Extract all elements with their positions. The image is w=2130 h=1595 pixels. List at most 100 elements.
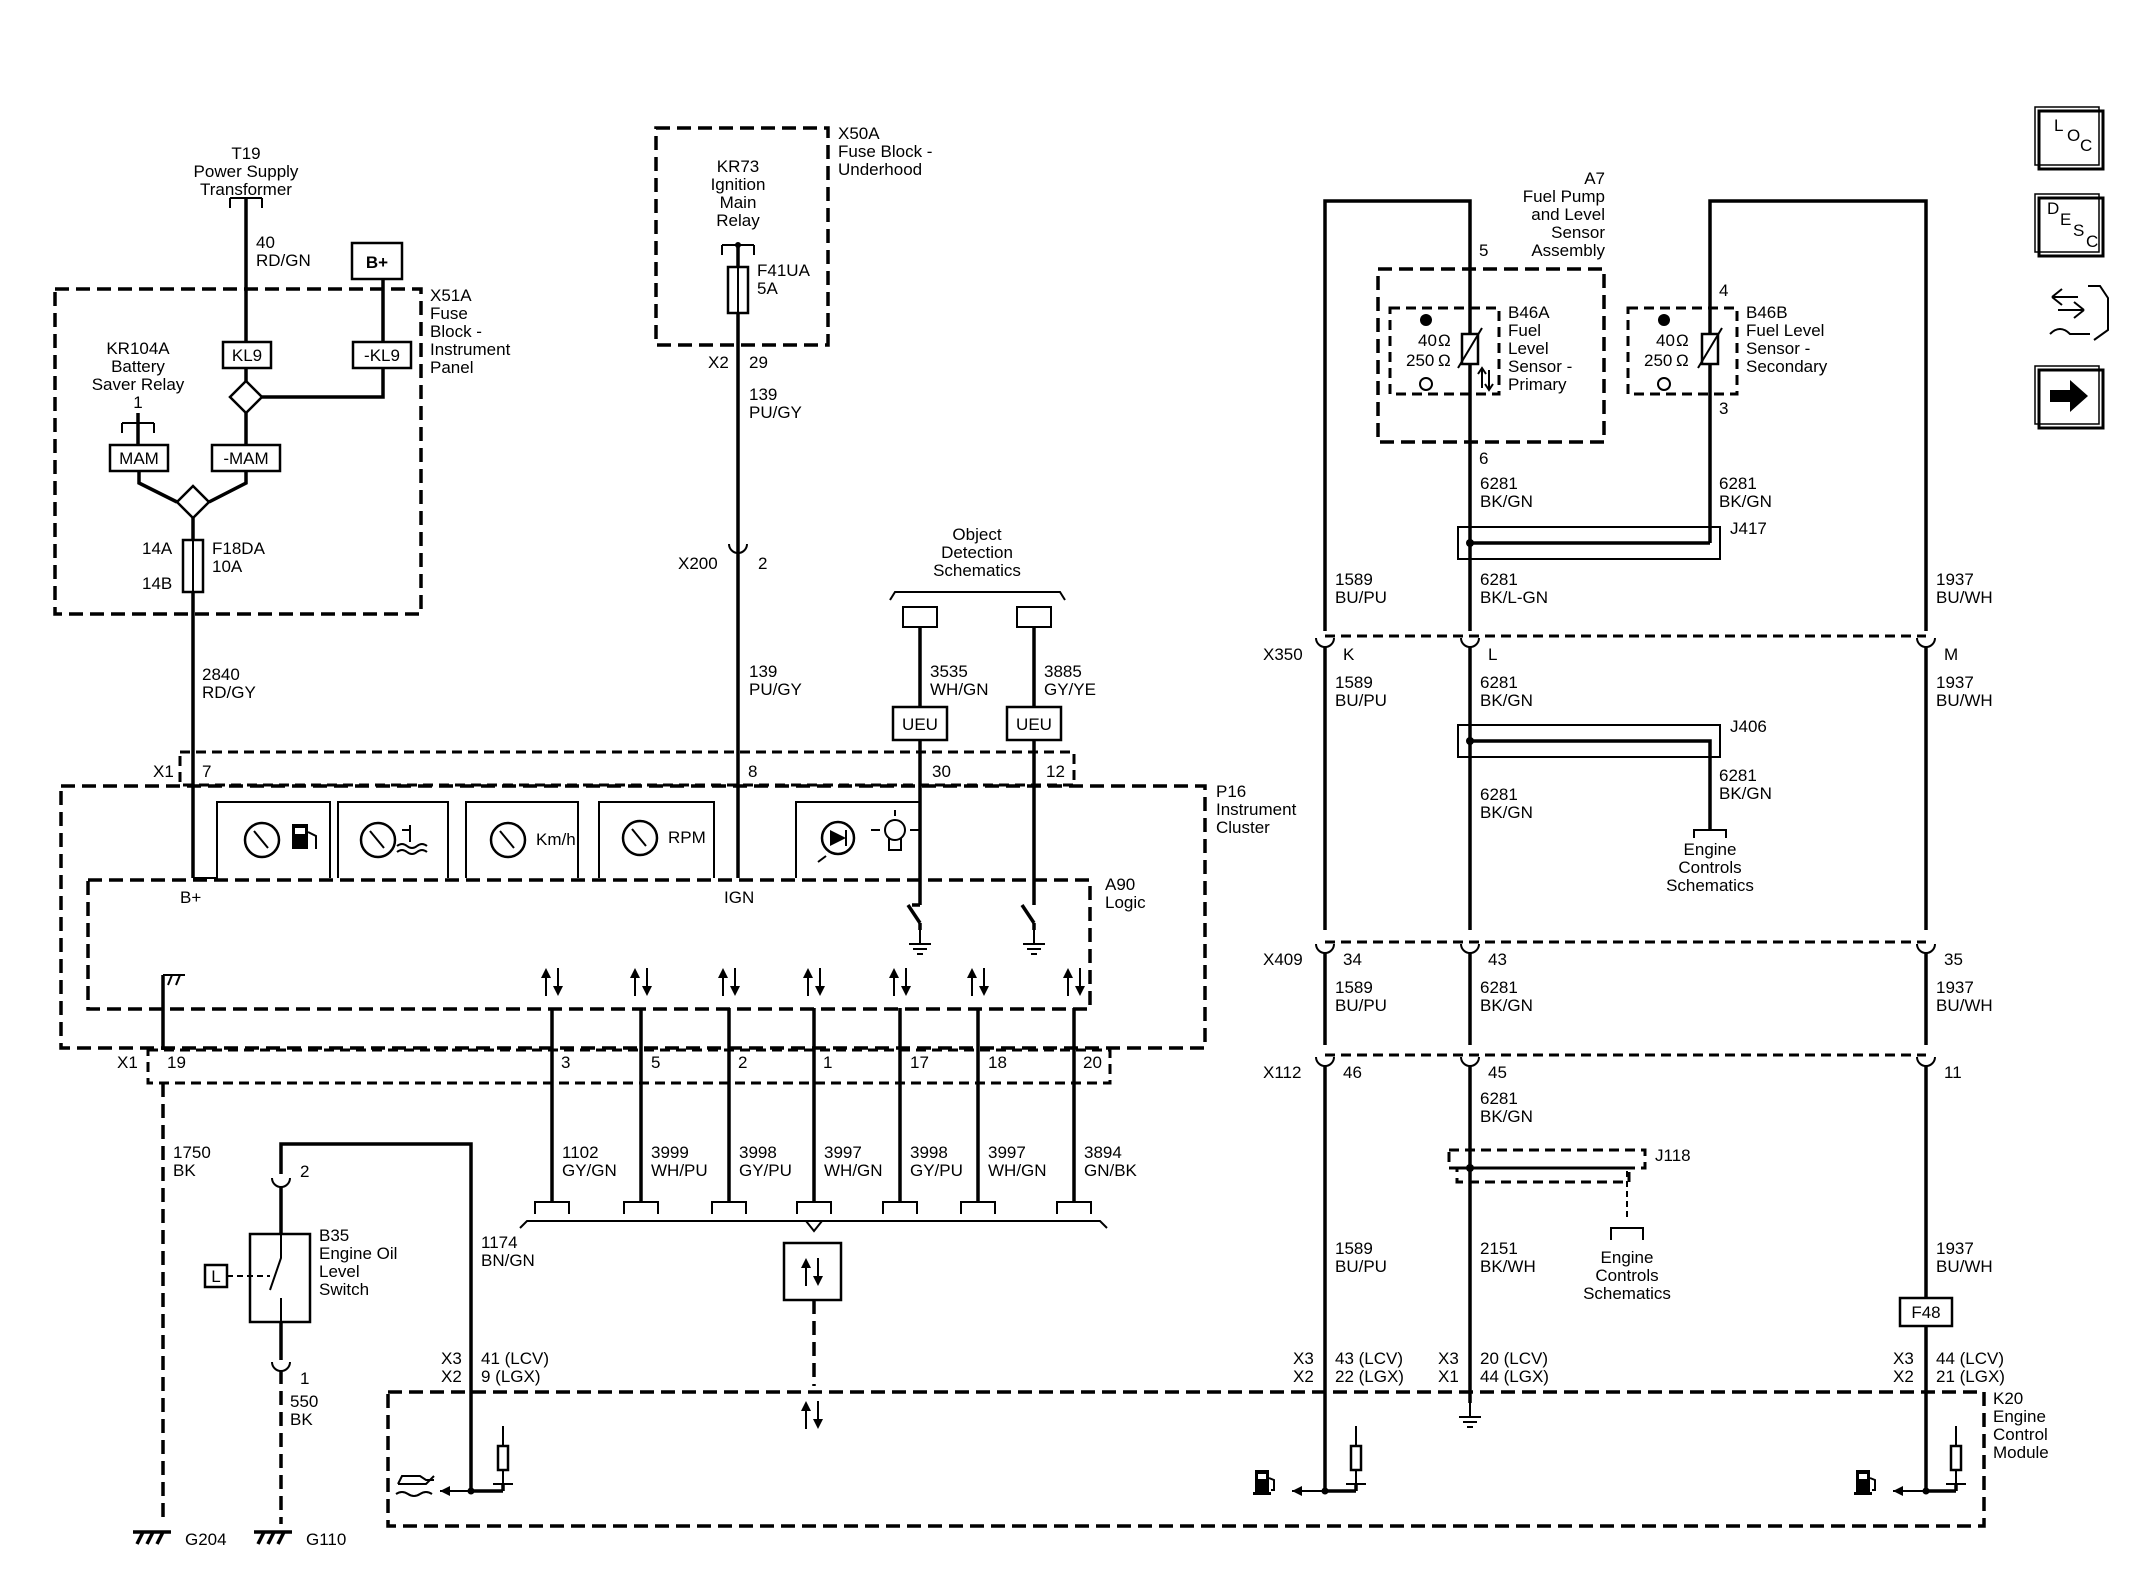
svg-text:F41UA: F41UA — [757, 261, 811, 280]
svg-text:BK/GN: BK/GN — [1480, 492, 1533, 511]
svg-text:1937: 1937 — [1936, 570, 1974, 589]
svg-text:B46A: B46A — [1508, 303, 1550, 322]
svg-text:1: 1 — [300, 1369, 309, 1388]
fuel-level-input-primary — [1252, 1424, 1368, 1496]
svg-text:Controls: Controls — [1595, 1266, 1658, 1285]
svg-text:Instrument: Instrument — [1216, 800, 1297, 819]
svg-text:44 (LGX): 44 (LGX) — [1480, 1367, 1549, 1386]
svg-text:1937: 1937 — [1936, 1239, 1974, 1258]
svg-text:6281: 6281 — [1480, 673, 1518, 692]
svg-text:UEU: UEU — [902, 715, 938, 734]
svg-text:PU/GY: PU/GY — [749, 680, 802, 699]
svg-text:29: 29 — [749, 353, 768, 372]
svg-text:BK/GN: BK/GN — [1480, 996, 1533, 1015]
svg-text:GY/YE: GY/YE — [1044, 680, 1096, 699]
svg-text:BK: BK — [290, 1410, 313, 1429]
svg-text:and Level: and Level — [1531, 205, 1605, 224]
svg-text:Engine: Engine — [1684, 840, 1737, 859]
loc-icon[interactable]: L O C — [2034, 106, 2105, 171]
svg-text:3999: 3999 — [651, 1143, 689, 1162]
j118-splice-top — [1447, 1148, 1647, 1170]
svg-text:GY/PU: GY/PU — [739, 1161, 792, 1180]
svg-text:Ω: Ω — [1438, 331, 1451, 350]
tachometer-gauge: RPM — [598, 801, 715, 878]
svg-text:F18DA: F18DA — [212, 539, 266, 558]
svg-text:3998: 3998 — [739, 1143, 777, 1162]
svg-text:20: 20 — [1083, 1053, 1102, 1072]
svg-text:2: 2 — [758, 554, 767, 573]
svg-text:Module: Module — [1993, 1443, 2049, 1462]
t19-power-supply-transformer: T19 Power Supply Transformer — [194, 144, 299, 208]
svg-text:3998: 3998 — [910, 1143, 948, 1162]
svg-text:5A: 5A — [757, 279, 778, 298]
b46b-sensor-boundary — [1626, 306, 1739, 396]
svg-text:14B: 14B — [142, 574, 172, 593]
svg-text:Panel: Panel — [430, 358, 473, 377]
svg-text:E: E — [2060, 210, 2071, 229]
engine-controls-ref-1: Engine Controls Schematics — [1666, 840, 1754, 895]
svg-text:Level: Level — [1508, 339, 1549, 358]
svg-text:1589: 1589 — [1335, 673, 1373, 692]
svg-text:Block -: Block - — [430, 322, 482, 341]
svg-text:Battery: Battery — [111, 357, 165, 376]
svg-text:Detection: Detection — [941, 543, 1013, 562]
svg-text:L: L — [211, 1267, 220, 1286]
svg-text:1589: 1589 — [1335, 978, 1373, 997]
svg-text:2151: 2151 — [1480, 1239, 1518, 1258]
svg-text:BU/WH: BU/WH — [1936, 996, 1993, 1015]
svg-text:3885: 3885 — [1044, 662, 1082, 681]
svg-text:J406: J406 — [1730, 717, 1767, 736]
svg-text:Sensor: Sensor — [1551, 223, 1605, 242]
svg-text:B+: B+ — [366, 253, 388, 272]
a90-logic-boundary — [86, 878, 1092, 1011]
connector-view-icon[interactable] — [2049, 285, 2109, 341]
svg-text:6281: 6281 — [1719, 766, 1757, 785]
next-page-arrow-icon[interactable] — [2034, 365, 2105, 430]
svg-text:Engine: Engine — [1993, 1407, 2046, 1426]
neg-kl9-box — [351, 340, 413, 370]
svg-text:P16: P16 — [1216, 782, 1246, 801]
svg-text:K: K — [1343, 645, 1355, 664]
svg-text:A90: A90 — [1105, 875, 1135, 894]
b46b-sensor-secondary: 40 Ω 250 Ω B46B Fuel Level Sensor - Seco… — [1644, 303, 1828, 394]
svg-text:Sensor -: Sensor - — [1508, 357, 1572, 376]
oil-level-input-circuit — [395, 1424, 515, 1497]
svg-text:Ω: Ω — [1676, 331, 1689, 350]
k20-label: K20 Engine Control Module — [1993, 1389, 2049, 1462]
svg-text:10A: 10A — [212, 557, 243, 576]
svg-text:Instrument: Instrument — [430, 340, 511, 359]
svg-text:45: 45 — [1488, 1063, 1507, 1082]
svg-text:BK/GN: BK/GN — [1719, 492, 1772, 511]
svg-text:G204: G204 — [185, 1530, 227, 1549]
b46a-sensor-boundary — [1388, 306, 1501, 396]
svg-text:19: 19 — [167, 1053, 186, 1072]
svg-text:8: 8 — [748, 762, 757, 781]
svg-text:BU/PU: BU/PU — [1335, 691, 1387, 710]
svg-text:Engine: Engine — [1601, 1248, 1654, 1267]
svg-text:KR104A: KR104A — [106, 339, 170, 358]
svg-text:X2: X2 — [1293, 1367, 1314, 1386]
f48-fuse-box — [1898, 1296, 1954, 1328]
svg-text:Ignition: Ignition — [711, 175, 766, 194]
kr104a-battery-saver-relay: KR104A Battery Saver Relay 1 — [92, 339, 185, 433]
desc-icon[interactable]: D E S C — [2034, 193, 2105, 258]
svg-text:Assembly: Assembly — [1531, 241, 1605, 260]
x1-connector-bottom — [146, 1048, 1112, 1085]
svg-text:11: 11 — [1944, 1063, 1962, 1082]
svg-text:35: 35 — [1944, 950, 1963, 969]
svg-text:22 (LGX): 22 (LGX) — [1335, 1367, 1404, 1386]
svg-text:Engine Oil: Engine Oil — [319, 1244, 397, 1263]
p16-label: P16 Instrument Cluster — [1216, 782, 1297, 837]
svg-text:3997: 3997 — [988, 1143, 1026, 1162]
svg-text:X1: X1 — [1438, 1367, 1459, 1386]
speedometer-gauge: Km/h — [465, 801, 579, 878]
p16-instrument-cluster-boundary — [59, 784, 1207, 1050]
engine-controls-ref-2: Engine Controls Schematics — [1583, 1248, 1671, 1303]
svg-text:Fuse: Fuse — [430, 304, 468, 323]
svg-text:14A: 14A — [142, 539, 173, 558]
svg-text:K20: K20 — [1993, 1389, 2023, 1408]
svg-text:Object: Object — [952, 525, 1001, 544]
svg-text:X2: X2 — [1893, 1367, 1914, 1386]
svg-text:6281: 6281 — [1480, 1089, 1518, 1108]
